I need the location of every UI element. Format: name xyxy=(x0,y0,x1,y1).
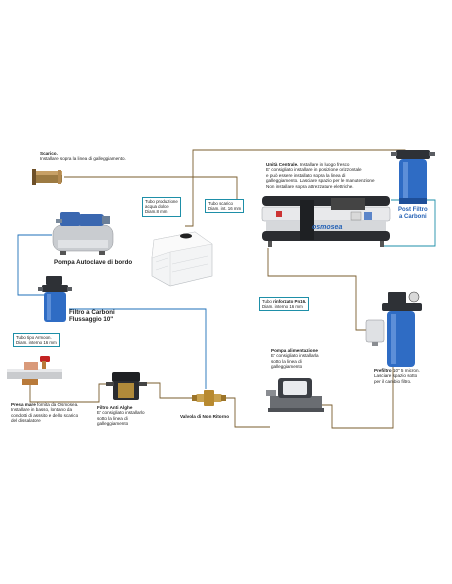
central-unit-line1: E' consigliato installare in posizione o… xyxy=(266,167,362,172)
feed-line xyxy=(268,248,367,330)
carbon-flush-label: Filtro a Carboni Flussaggio 10" xyxy=(69,309,115,323)
prefilter-line1: Lasciare spazio sotto xyxy=(374,373,417,378)
sea-intake-label: Presa mare fornita da Osmosea. Installar… xyxy=(11,402,78,424)
prefilter-line0: 10" 5 micron. xyxy=(392,368,420,373)
central-unit-line2: e può essere installato sopra la linea d… xyxy=(266,173,345,178)
prefilter-label: Prefiltro 10" 5 micron. Lasciare spazio … xyxy=(374,368,420,384)
check-valve-image xyxy=(192,390,226,406)
tube-reinforced-line2: Diam. interno 16 mm xyxy=(262,304,303,309)
pump-autoclave-title: Pompa Autoclave di bordo xyxy=(54,259,132,266)
central-unit-line0: Installare in luogo fresco xyxy=(298,162,349,167)
post-filter-line1: Post Filtro xyxy=(398,207,428,213)
feed-pump-line2: galleggiamento xyxy=(271,364,302,369)
central-unit-brand: osmosea xyxy=(312,225,342,230)
algae-filter-image xyxy=(106,372,147,400)
drain-desc: Installare sopra la linea di galleggiame… xyxy=(40,156,126,161)
central-unit-label: Unità Centrale. Installare in luogo fres… xyxy=(266,162,375,189)
drain-title: Scarico. xyxy=(40,151,58,156)
feed-pump-line1: sotto la linea di xyxy=(271,359,302,364)
algae-filter-label: Filtro Anti Alghe E' consigliato install… xyxy=(97,405,145,427)
algae-filter-line2: galleggiamento xyxy=(97,421,128,426)
sea-intake-line2: condotti di asssito e dello scarico xyxy=(11,413,78,418)
tube-drain-box: Tubo scarico Diam. int. 16 mm xyxy=(205,199,244,213)
sea-intake-line3: del dissalatore xyxy=(11,418,41,423)
drain-label: Scarico. Installare sopra la linea di ga… xyxy=(40,151,126,162)
post-filter-label: Post Filtro a Carboni xyxy=(398,207,428,221)
carbon-filter-image xyxy=(38,276,72,322)
check-valve-title: Valvola di Non Ritorno xyxy=(180,414,229,419)
central-unit-line4: Non installare sopra attrezzature elettr… xyxy=(266,184,354,189)
filter-to-valve-line xyxy=(140,383,196,398)
tube-armoured-line2: Diam. interno 16 mm xyxy=(16,340,57,345)
post-filter-line2: a Carboni xyxy=(399,214,427,220)
feed-pump-line0: E' consigliato installarla xyxy=(271,353,319,358)
central-unit-title: Unità Centrale. xyxy=(266,162,298,167)
prefilter-line2: per il cambio filtro. xyxy=(374,379,411,384)
algae-filter-line1: sotto la linea di xyxy=(97,416,128,421)
sea-intake-title: Presa mare xyxy=(11,402,36,407)
feed-pump-label: Pompa alimentazione E' consigliato insta… xyxy=(271,348,319,370)
feed-pump-title: Pompa alimentazione xyxy=(271,348,318,353)
prefilter-title: Prefiltro xyxy=(374,368,392,373)
sea-intake-line0: fornita da Osmosea. xyxy=(36,402,79,407)
central-unit-line3: galleggiamento. Lasciare spazio per le m… xyxy=(266,178,375,183)
sea-intake-line1: Installare in basso, lontano da xyxy=(11,407,72,412)
water-tank-image xyxy=(152,232,212,286)
drain-pipe-image xyxy=(32,169,62,185)
tube-drain-line2: Diam. int. 16 mm xyxy=(208,206,241,211)
tube-production-line3: Diam.8 mm xyxy=(145,209,167,214)
central-unit-image xyxy=(262,196,390,247)
carbon-flush-line2: Flussaggio 10" xyxy=(69,316,113,323)
algae-filter-title: Filtro Anti Alghe xyxy=(97,405,132,410)
feed-pump-image xyxy=(266,378,324,412)
autoclave-pump-image xyxy=(53,212,113,255)
sea-intake-image xyxy=(7,356,62,385)
post-filter-image xyxy=(391,150,435,204)
tube-reinforced-box: Tubo rinforzato Pn16. Diam. interno 16 m… xyxy=(259,297,309,311)
algae-filter-line0: E' consigliato installarlo xyxy=(97,410,145,415)
valve-to-pump-line xyxy=(222,398,270,427)
tube-armoured-box: Tubo tipo Armoon. Diam. interno 16 mm xyxy=(13,333,60,347)
carbon-flush-line1: Filtro a Carboni xyxy=(69,309,115,316)
tube-production-box: Tubo produzione acqua dolce Diam.8 mm xyxy=(142,197,181,217)
prefilter-image xyxy=(366,292,422,367)
